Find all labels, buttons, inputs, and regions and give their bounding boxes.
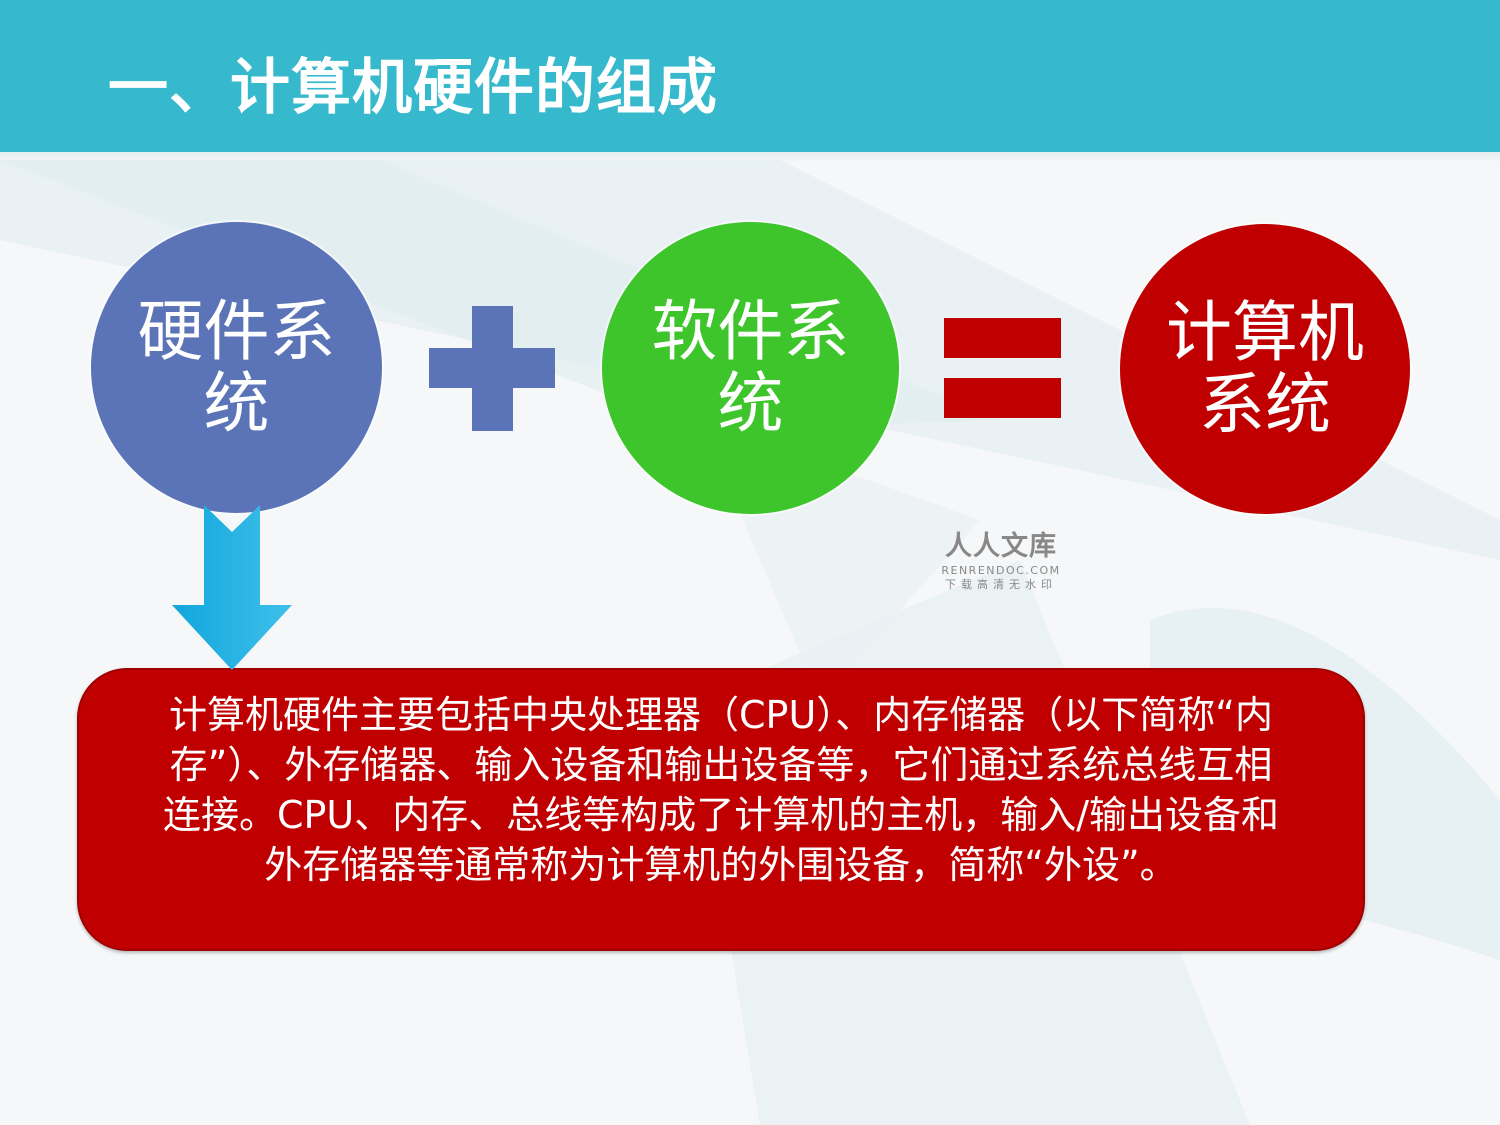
equals-icon-top-bar [944,318,1061,358]
slide-header: 一、计算机硬件的组成 [0,0,1500,152]
equals-icon-bottom-bar [944,378,1061,418]
header-shadow [0,152,1500,162]
watermark-main-text: 人人文库 [945,531,1057,562]
description-line-2: 存”）、外存储器、输入设备和输出设备等，它们通过系统总线互相 [169,743,1273,787]
software-system-label: 软件系统 [651,293,850,442]
watermark-logo: 人人文库 RENRENDOC.COM 下载高清无水印 [936,530,1066,592]
computer-system-circle: 计算机系统 [1120,224,1410,514]
hardware-system-circle: 硬件系统 [91,222,382,513]
computer-system-label: 计算机系统 [1166,294,1364,443]
description-line-4: 外存储器等通常称为计算机的外围设备，简称“外设”。 [264,843,1178,887]
hardware-description-box: 计算机硬件主要包括中央处理器（CPU）、内存储器（以下简称“内 存”）、外存储器… [77,668,1365,951]
watermark-url: RENRENDOC.COM [941,564,1061,577]
arrow-down-icon [172,505,292,670]
software-system-circle: 软件系统 [602,222,899,514]
watermark-subtitle: 下载高清无水印 [945,578,1057,591]
description-line-3: 连接。CPU、内存、总线等构成了计算机的主机，输入/输出设备和 [162,793,1280,837]
slide-title: 一、计算机硬件的组成 [108,53,718,123]
description-line-1: 计算机硬件主要包括中央处理器（CPU）、内存储器（以下简称“内 [169,693,1273,737]
hardware-system-label: 硬件系统 [137,292,336,442]
